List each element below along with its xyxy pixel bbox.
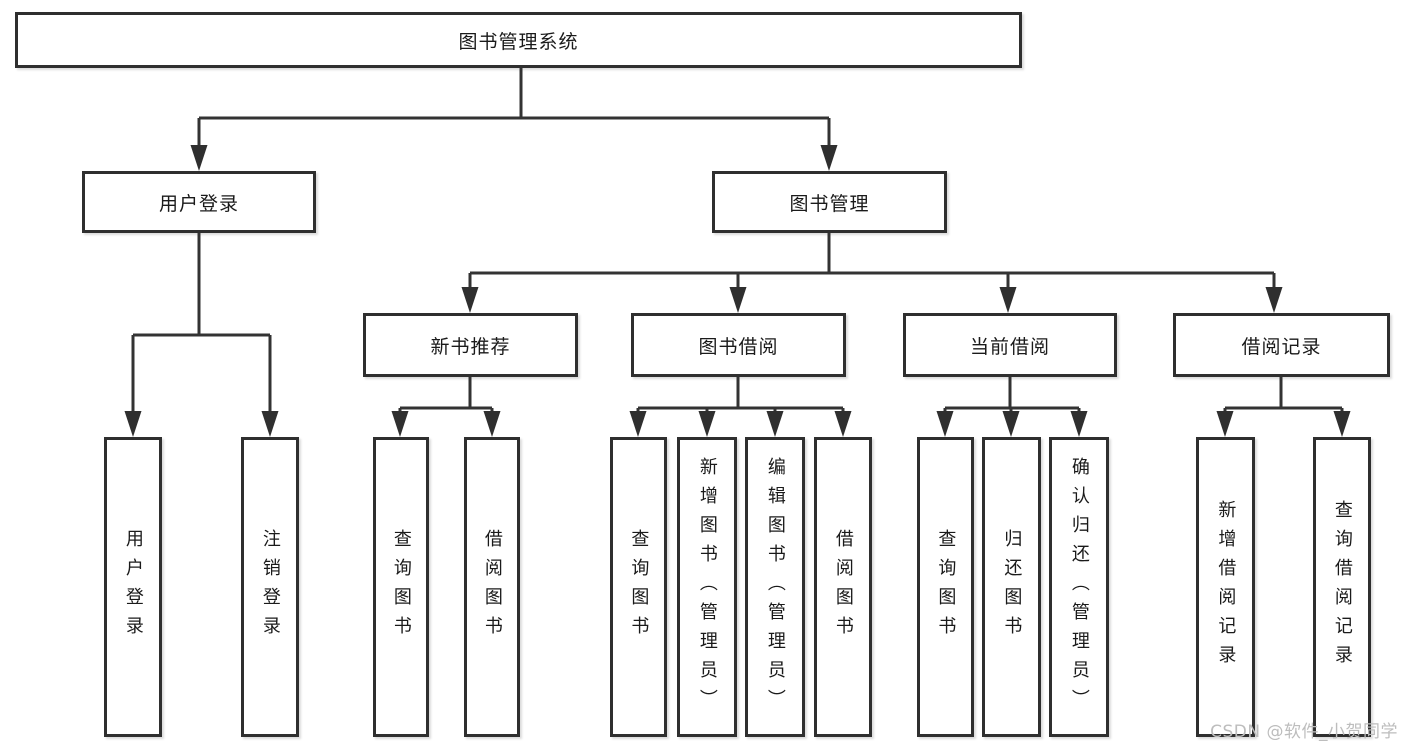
- leaf-logout-label: 注销登录: [259, 529, 281, 645]
- leaf-confirm-return-admin-label: 确认归还（管理员）: [1068, 456, 1090, 718]
- leaf-borrowing-query-books: 查询图书: [610, 437, 667, 737]
- node-borrowing-records: 借阅记录: [1173, 313, 1390, 377]
- node-current-borrowing-label: 当前借阅: [969, 335, 1050, 358]
- node-new-book-recommend-label: 新书推荐: [430, 335, 511, 358]
- leaf-confirm-return-admin: 确认归还（管理员）: [1049, 437, 1109, 737]
- leaf-recommend-query-books-label: 查询图书: [390, 529, 412, 645]
- leaf-current-query-books: 查询图书: [917, 437, 974, 737]
- leaf-add-books-admin-label: 新增图书（管理员）: [696, 456, 718, 718]
- leaf-return-books-label: 归还图书: [1001, 529, 1023, 645]
- node-user-login-label: 用户登录: [158, 192, 239, 215]
- leaf-query-borrow-record: 查询借阅记录: [1313, 437, 1371, 737]
- leaf-return-books: 归还图书: [982, 437, 1041, 737]
- node-current-borrowing: 当前借阅: [903, 313, 1117, 377]
- leaf-add-books-admin: 新增图书（管理员）: [677, 437, 737, 737]
- leaf-edit-books-admin: 编辑图书（管理员）: [745, 437, 805, 737]
- node-new-book-recommend: 新书推荐: [363, 313, 578, 377]
- leaf-current-query-books-label: 查询图书: [935, 529, 957, 645]
- leaf-borrow-books-label: 借阅图书: [832, 529, 854, 645]
- node-library-system: 图书管理系统: [15, 12, 1022, 68]
- leaf-borrow-books: 借阅图书: [814, 437, 872, 737]
- node-library-system-label: 图书管理系统: [458, 30, 579, 53]
- node-book-management: 图书管理: [712, 171, 947, 233]
- leaf-add-borrow-record-label: 新增借阅记录: [1215, 500, 1237, 674]
- leaf-edit-books-admin-label: 编辑图书（管理员）: [764, 456, 786, 718]
- leaf-borrowing-query-books-label: 查询图书: [628, 529, 650, 645]
- leaf-recommend-borrow-books: 借阅图书: [464, 437, 520, 737]
- node-book-borrowing-label: 图书借阅: [698, 335, 779, 358]
- leaf-query-borrow-record-label: 查询借阅记录: [1331, 500, 1353, 674]
- csdn-watermark: CSDN @软件_小贺同学: [1210, 722, 1398, 742]
- leaf-user-login: 用户登录: [104, 437, 162, 737]
- leaf-recommend-borrow-books-label: 借阅图书: [481, 529, 503, 645]
- arrowheads: [124, 145, 1351, 437]
- node-borrowing-records-label: 借阅记录: [1241, 335, 1322, 358]
- leaf-add-borrow-record: 新增借阅记录: [1196, 437, 1255, 737]
- leaf-recommend-query-books: 查询图书: [373, 437, 429, 737]
- node-book-borrowing: 图书借阅: [631, 313, 846, 377]
- node-user-login: 用户登录: [82, 171, 316, 233]
- leaf-user-login-label: 用户登录: [122, 529, 144, 645]
- leaf-logout: 注销登录: [241, 437, 299, 737]
- node-book-management-label: 图书管理: [789, 192, 870, 215]
